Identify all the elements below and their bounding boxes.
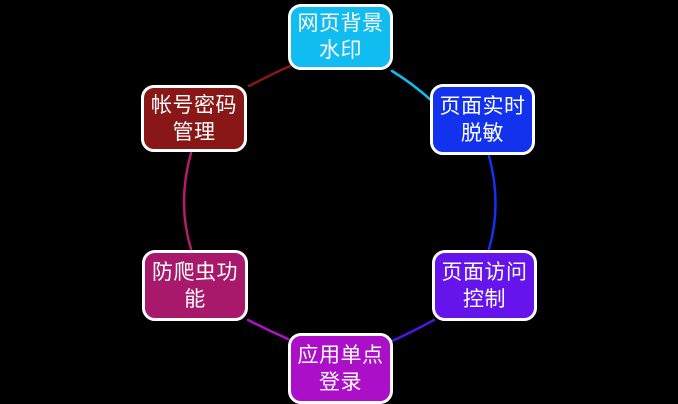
node-label: 页面访问控制 <box>441 259 528 311</box>
connector-desensitization-to-access-control <box>487 154 497 251</box>
node-label: 网页背景水印 <box>297 11 384 62</box>
node-label: 防爬虫功能 <box>152 259 238 311</box>
node-anti-crawler-function[interactable]: 防爬虫功能 <box>142 250 248 321</box>
connector-sso-to-anti-crawler <box>246 318 290 341</box>
node-label: 帐号密码管理 <box>151 92 237 144</box>
node-account-password-management[interactable]: 帐号密码管理 <box>141 85 247 152</box>
node-label: 应用单点登录 <box>297 342 384 394</box>
node-application-single-sign-on[interactable]: 应用单点登录 <box>288 333 393 404</box>
connector-watermark-to-desensitization <box>390 69 434 103</box>
node-page-access-control[interactable]: 页面访问控制 <box>432 250 537 321</box>
connector-account-password-to-watermark <box>247 64 292 88</box>
connector-anti-crawler-to-account-password <box>182 151 193 251</box>
connector-access-control-to-sso <box>390 318 436 343</box>
node-web-page-background-watermark[interactable]: 网页背景水印 <box>288 4 393 70</box>
node-page-realtime-desensitization[interactable]: 页面实时脱敏 <box>430 84 535 155</box>
node-label: 页面实时脱敏 <box>439 93 526 145</box>
